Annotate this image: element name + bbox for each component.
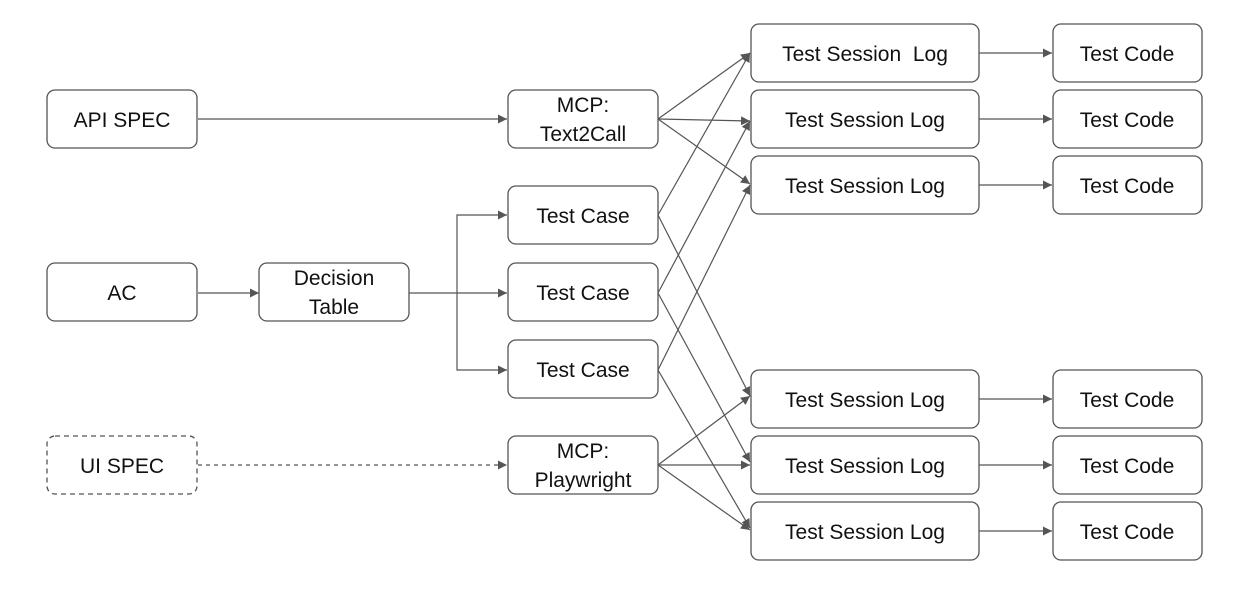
edge-mcp-text2call-to-log-2 bbox=[657, 116, 751, 126]
node-test-session-log-4-label: Test Session Log bbox=[785, 389, 945, 412]
node-mcp-playwright[interactable]: MCP: Playwright bbox=[507, 435, 659, 495]
node-test-case-1-label: Test Case bbox=[536, 205, 629, 228]
node-test-code-5[interactable]: Test Code bbox=[1052, 435, 1203, 495]
node-test-code-6[interactable]: Test Code bbox=[1052, 501, 1203, 561]
edges-layer bbox=[198, 48, 1052, 536]
node-mcp-text2call[interactable]: MCP: Text2Call bbox=[507, 89, 659, 149]
node-test-case-3-label: Test Case bbox=[536, 359, 629, 382]
node-api-spec[interactable]: API SPEC bbox=[46, 89, 198, 149]
node-mcp-text2call-label-line-1: MCP: bbox=[557, 94, 610, 117]
node-test-code-3[interactable]: Test Code bbox=[1052, 155, 1203, 215]
nodes-layer: API SPEC AC UI SPEC Decision Table MCP: … bbox=[46, 23, 1203, 561]
edge-test-case-2-to-log-2 bbox=[657, 120, 751, 294]
edge-test-case-1-to-log-4 bbox=[657, 214, 751, 397]
node-test-session-log-3[interactable]: Test Session Log bbox=[750, 155, 980, 215]
node-mcp-playwright-label-line-2: Playwright bbox=[535, 469, 632, 492]
node-test-code-3-label: Test Code bbox=[1080, 175, 1175, 198]
node-test-case-2-label: Test Case bbox=[536, 282, 629, 305]
node-test-session-log-6-label: Test Session Log bbox=[785, 521, 945, 544]
node-decision-table-label-line-2: Table bbox=[309, 296, 359, 319]
node-test-code-6-label: Test Code bbox=[1080, 521, 1175, 544]
node-test-session-log-5-label: Test Session Log bbox=[785, 455, 945, 478]
node-test-code-2[interactable]: Test Code bbox=[1052, 89, 1203, 149]
node-test-session-log-5[interactable]: Test Session Log bbox=[750, 435, 980, 495]
node-test-case-3[interactable]: Test Case bbox=[507, 339, 659, 399]
node-ac[interactable]: AC bbox=[46, 262, 198, 322]
edge-mcp-playwright-to-log-4 bbox=[657, 395, 751, 466]
edge-test-case-1-to-log-1 bbox=[657, 52, 751, 216]
edge-mcp-text2call-to-log-1 bbox=[657, 52, 751, 120]
node-test-session-log-1[interactable]: Test Session Log bbox=[750, 23, 980, 83]
node-mcp-playwright-label-line-1: MCP: bbox=[557, 440, 610, 463]
node-test-session-log-2-label: Test Session Log bbox=[785, 109, 945, 132]
node-test-session-log-3-label: Test Session Log bbox=[785, 175, 945, 198]
node-test-code-2-label: Test Code bbox=[1080, 109, 1175, 132]
node-test-session-log-6[interactable]: Test Session Log bbox=[750, 501, 980, 561]
node-decision-table[interactable]: Decision Table bbox=[258, 262, 410, 322]
node-test-code-1[interactable]: Test Code bbox=[1052, 23, 1203, 83]
node-ac-label: AC bbox=[107, 282, 136, 305]
node-test-case-2[interactable]: Test Case bbox=[507, 262, 659, 322]
node-test-code-4-label: Test Code bbox=[1080, 389, 1175, 412]
edge-test-case-3-to-log-3 bbox=[657, 184, 751, 371]
node-test-session-log-1-label: Test Session Log bbox=[782, 43, 948, 66]
node-test-code-1-label: Test Code bbox=[1080, 43, 1175, 66]
node-test-code-5-label: Test Code bbox=[1080, 455, 1175, 478]
node-test-code-4[interactable]: Test Code bbox=[1052, 369, 1203, 429]
node-mcp-text2call-label-line-2: Text2Call bbox=[540, 123, 626, 146]
edge-decision-table-to-test-case-1 bbox=[456, 210, 507, 293]
node-test-session-log-4[interactable]: Test Session Log bbox=[750, 369, 980, 429]
node-ui-spec-label: UI SPEC bbox=[80, 455, 164, 478]
node-api-spec-label: API SPEC bbox=[74, 109, 171, 132]
node-decision-table-label-line-1: Decision bbox=[294, 267, 375, 290]
edge-test-case-2-to-log-5 bbox=[657, 292, 751, 463]
node-test-session-log-2[interactable]: Test Session Log bbox=[750, 89, 980, 149]
node-ui-spec[interactable]: UI SPEC bbox=[46, 435, 198, 495]
node-test-case-1[interactable]: Test Case bbox=[507, 185, 659, 245]
edge-mcp-playwright-to-log-6 bbox=[657, 464, 751, 531]
edge-decision-table-to-test-case-3 bbox=[456, 293, 507, 375]
edge-mcp-text2call-to-log-3 bbox=[657, 118, 751, 185]
edge-test-case-3-to-log-6 bbox=[657, 369, 751, 529]
